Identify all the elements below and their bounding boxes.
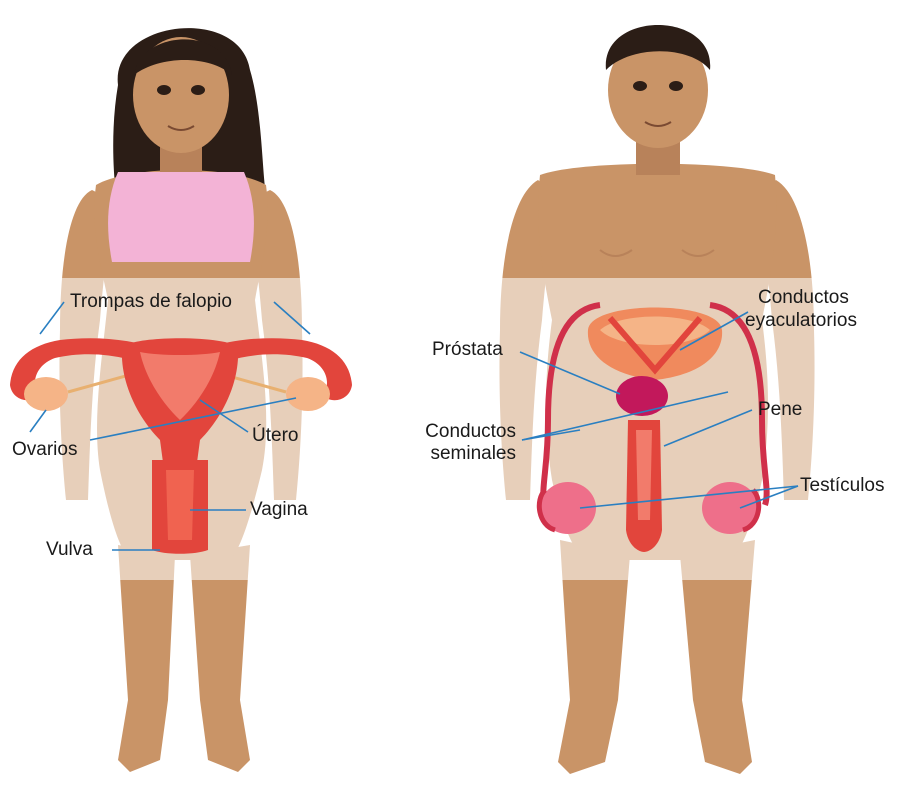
label-conductos-eyaculatorios-2: eyaculatorios	[745, 311, 857, 331]
label-conductos-seminales-1: Conductos	[400, 422, 516, 442]
female-top	[108, 172, 254, 262]
female-left-eye	[157, 85, 171, 95]
ovary-left	[24, 377, 68, 411]
male-left-eye	[633, 81, 647, 91]
female-right-eye	[191, 85, 205, 95]
label-vulva: Vulva	[46, 540, 93, 560]
label-vagina: Vagina	[250, 500, 308, 520]
label-conductos-seminales-2: seminales	[400, 444, 516, 464]
ovary-right	[286, 377, 330, 411]
label-ovarios: Ovarios	[12, 440, 77, 460]
label-trompas-de-falopio: Trompas de falopio	[70, 292, 232, 312]
prostate	[616, 376, 668, 416]
label-utero: Útero	[252, 426, 298, 446]
label-prostata: Próstata	[432, 340, 503, 360]
penis-inner	[636, 430, 652, 520]
label-testiculos: Testículos	[800, 476, 884, 496]
male-right-eye	[669, 81, 683, 91]
label-conductos-eyaculatorios-1: Conductos	[758, 288, 849, 308]
vaginal-canal	[166, 470, 194, 540]
label-pene: Pene	[758, 400, 802, 420]
